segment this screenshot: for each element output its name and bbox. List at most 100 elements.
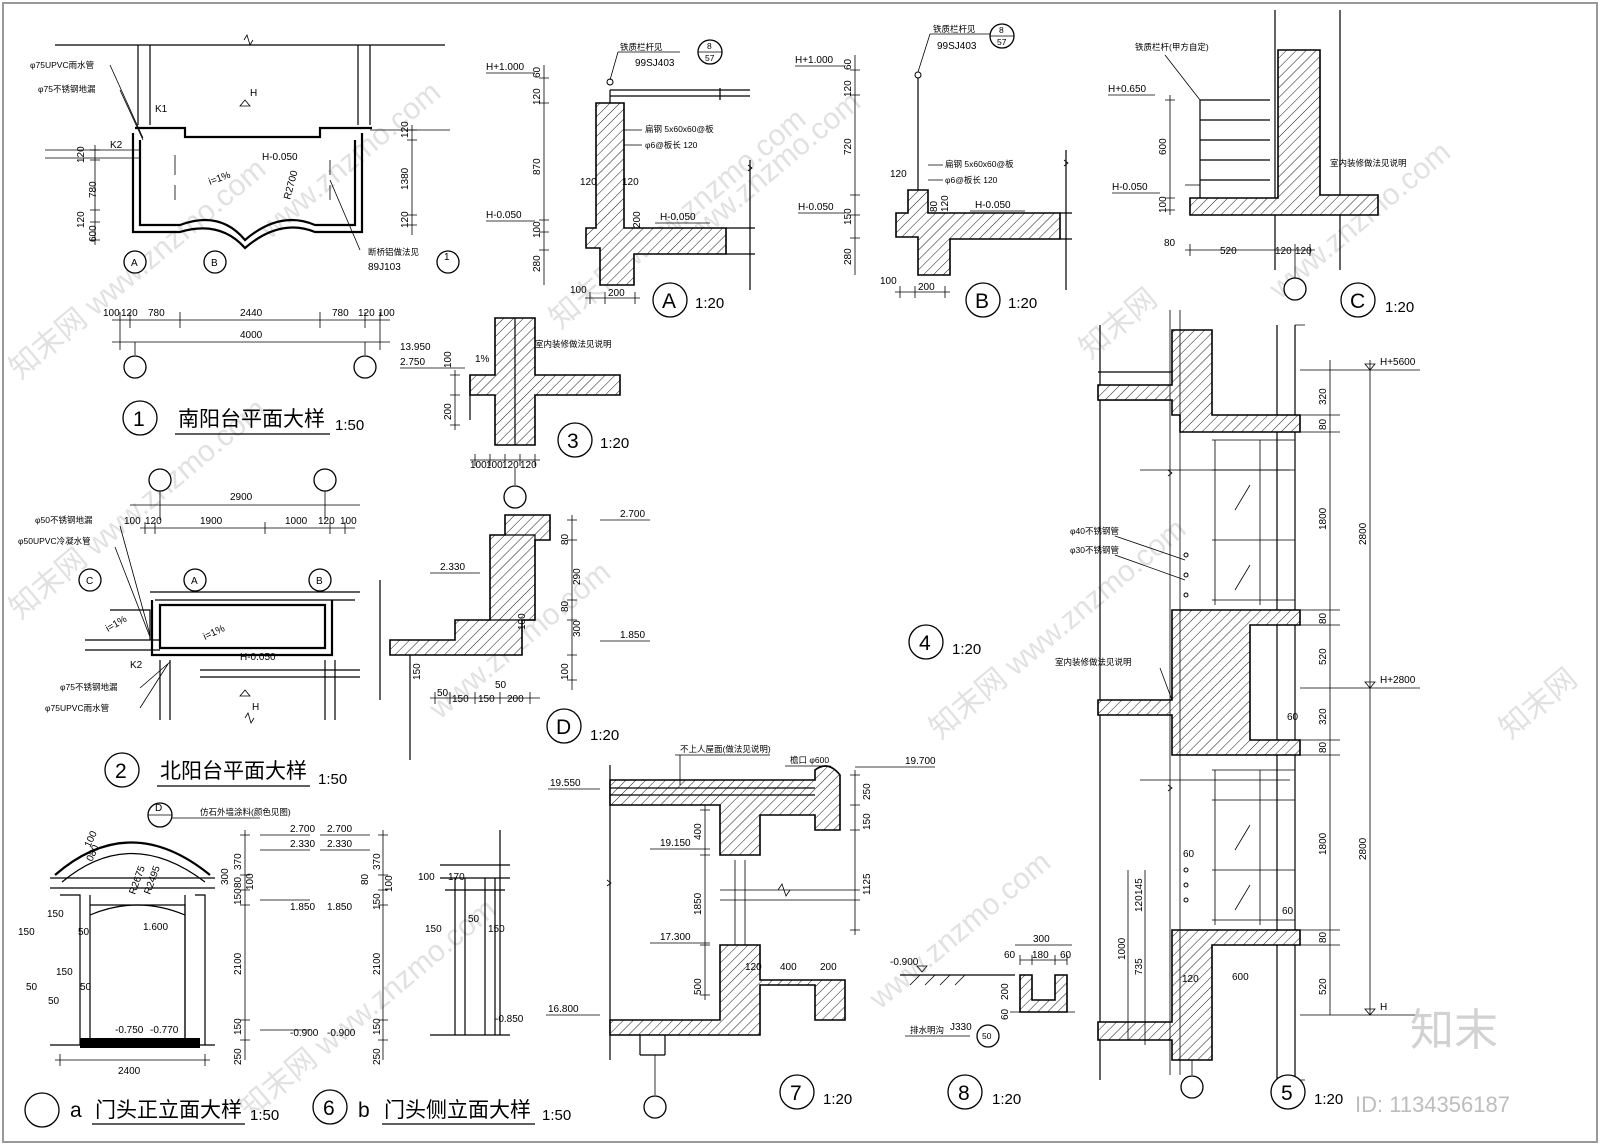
detail-number-circle — [312, 1089, 348, 1125]
dim-text: 80 — [929, 200, 940, 212]
dim-text: 320 — [1318, 388, 1329, 405]
dim-text: 120 — [890, 169, 907, 180]
dim-text: 60 — [1004, 950, 1016, 961]
detail-number-circle — [652, 282, 688, 318]
plan1-grid-b: B — [211, 258, 218, 269]
sec6-elev2: 2.330 — [290, 839, 315, 850]
dim-text: 720 — [843, 138, 854, 155]
plan-north-balcony: 2900 100 120 1900 1000 120 100 C A B φ50… — [18, 468, 360, 788]
dim-text: 120 — [76, 211, 87, 228]
dim-text: 80 — [360, 873, 371, 885]
detail-number: D — [556, 716, 571, 739]
sec7-gutter: 檐口 φ600 — [790, 755, 829, 765]
dim-text: 870 — [532, 158, 543, 175]
sec6-elev4: 1.600 — [143, 922, 168, 933]
sec5-rail1: φ40不锈钢管 — [1070, 526, 1119, 536]
dim-text: 1000 — [285, 516, 308, 527]
dim-text: 100 — [103, 308, 120, 319]
sec5-rail2: φ30不锈钢管 — [1070, 545, 1119, 555]
ref-circle-bottom: 57 — [997, 37, 1007, 47]
detail-letter: a — [70, 1099, 82, 1122]
detail-number-circle — [947, 1074, 983, 1110]
sec7-elev2: 19.700 — [905, 756, 936, 767]
sec3-slope: 1% — [475, 354, 490, 365]
detail-title: 北阳台平面大样 — [160, 760, 307, 783]
detail-scale: 1:50 — [335, 417, 364, 434]
dim-text: 120 — [502, 460, 519, 471]
secB-rail: 铁质栏杆见 — [933, 24, 976, 34]
step-fill — [80, 1038, 200, 1048]
dim-text: 290 — [572, 568, 583, 585]
dim-text: 120 — [843, 80, 854, 97]
dim-text: 100 — [532, 221, 543, 238]
dim-text: 1380 — [400, 167, 411, 190]
dim-text: 200 — [632, 211, 643, 228]
plan2-elev: H-0.050 — [240, 652, 276, 663]
detail-number-circle — [546, 708, 582, 744]
secB-flat: 扁钢 5x60x60@板 — [945, 159, 1014, 169]
secA-rail: 铁质栏杆见 — [620, 42, 663, 52]
dim-text: 60 — [532, 66, 543, 78]
dim-text: 150 — [372, 893, 383, 910]
sec7-elev5: 16.800 — [548, 1004, 579, 1015]
detail-number: 2 — [115, 760, 127, 783]
dim-text: 200 — [820, 962, 837, 973]
dim-text: 120 — [1182, 974, 1199, 985]
dim-text: 60 — [1060, 950, 1072, 961]
sec7-elev3: 19.150 — [660, 838, 691, 849]
sec5-elev-top: H+5600 — [1380, 357, 1416, 368]
dim-text: 120 — [532, 88, 543, 105]
dim-text: 60 — [843, 58, 854, 70]
secB-elev-top: H+1.000 — [795, 55, 834, 66]
plan1-grid-a: A — [131, 258, 138, 269]
dim-text: 100 — [384, 875, 395, 892]
grid-bubble — [313, 468, 337, 492]
dim-text: 80 — [1318, 931, 1329, 943]
dim-text: 150 — [18, 927, 35, 938]
detail-scale: 1:20 — [952, 641, 981, 658]
sec6-elev1: 2.700 — [290, 824, 315, 835]
dim-text: 2800 — [1358, 837, 1369, 860]
dim-text: 150 — [862, 813, 873, 830]
dim-text: 120 — [1295, 246, 1312, 257]
dim-text: 370 — [372, 853, 383, 870]
dim-text: 400 — [780, 962, 797, 973]
dim-text: 2400 — [118, 1066, 141, 1077]
detail-number: 7 — [790, 1082, 802, 1105]
detail-number-circle — [1270, 1074, 1306, 1110]
dim-text: 80 — [1318, 612, 1329, 624]
plan2-h: H — [252, 702, 259, 713]
grid-bubble — [503, 485, 527, 509]
dim-text: 50 — [26, 982, 38, 993]
detail-number: 8 — [958, 1082, 970, 1105]
detail-number-circle — [122, 400, 158, 436]
dim-text: 1800 — [1318, 832, 1329, 855]
dim-text: 250 — [372, 1048, 383, 1065]
detail-scale: 1:50 — [318, 771, 347, 788]
dim-text: 50 — [437, 688, 449, 699]
dim-text: 200 — [608, 288, 625, 299]
secA-ref: 99SJ403 — [635, 58, 675, 69]
ref-circle-top: 8 — [707, 41, 712, 51]
dim-text: 100 — [486, 460, 503, 471]
dim-text: 170 — [448, 872, 465, 883]
dim-text: 80 — [1318, 418, 1329, 430]
image-id: ID: 1134356187 — [1355, 1092, 1510, 1117]
secC-elev-floor: H-0.050 — [1112, 182, 1148, 193]
dim-text: 100 — [443, 351, 454, 368]
dim-text: 120 — [520, 460, 537, 471]
watermark: 知末网 — [1073, 282, 1163, 365]
sec8-drain: 排水明沟 — [910, 1025, 944, 1035]
secA-elev-floor: H-0.050 — [486, 210, 522, 221]
dim-text: 2800 — [1358, 522, 1369, 545]
dim-text: 100 — [570, 285, 587, 296]
secC-rail: 铁质栏杆(甲方自定) — [1135, 42, 1209, 52]
plan2-pipe1: φ50不锈钢地漏 — [35, 515, 93, 525]
secB-elev-floor: H-0.050 — [798, 202, 834, 213]
dim-text: 150 — [233, 1018, 244, 1035]
sec8-ref: J330 — [950, 1022, 972, 1033]
dim-text: 120 — [622, 177, 639, 188]
sec5-elev-bot: H — [1380, 1002, 1387, 1013]
section-c: 铁质栏杆(甲方自定) H+0.650 H-0.050 室内装修做法见说明 600… — [1108, 10, 1414, 318]
